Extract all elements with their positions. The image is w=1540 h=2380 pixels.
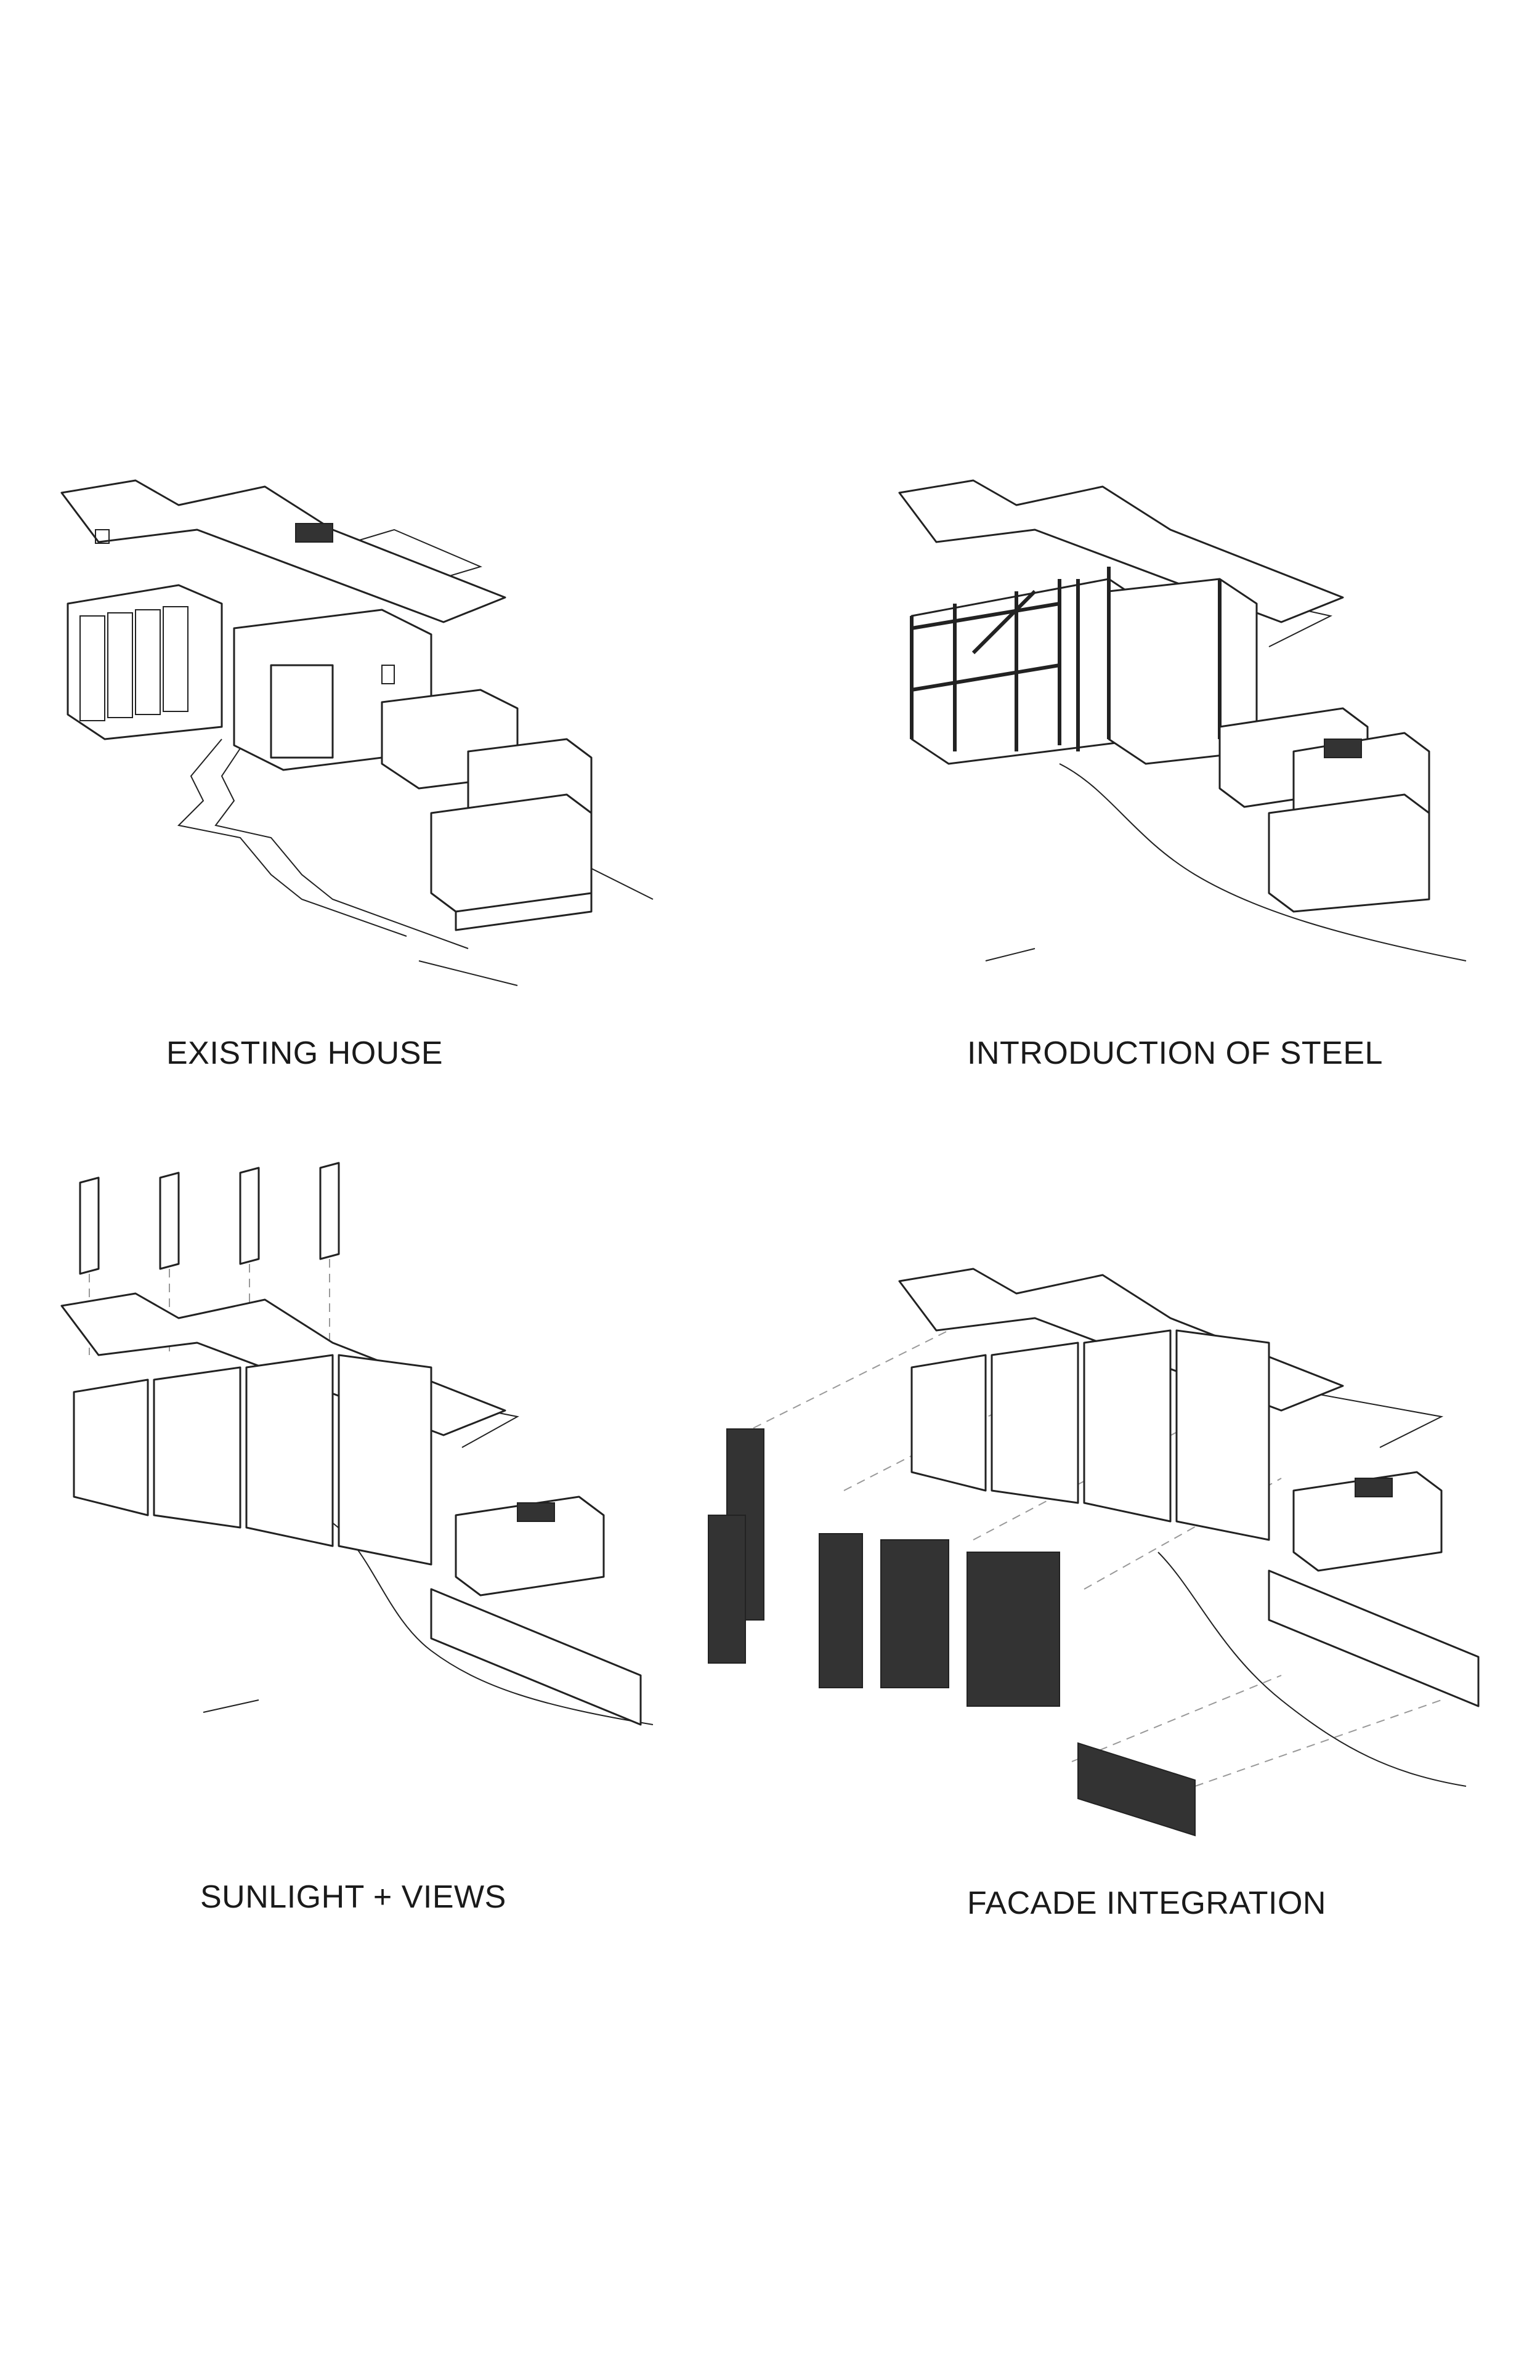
- existing-house-drawing: [60, 479, 654, 986]
- vertical-fins-front: [708, 1428, 1060, 1707]
- diagram-existing-house: EXISTING HOUSE: [37, 468, 690, 1071]
- facade-panels: [910, 1329, 1270, 1541]
- sunlight-views-drawing: [60, 1162, 654, 1726]
- steel-drawing: [898, 479, 1467, 961]
- glazing-panels: [79, 606, 188, 721]
- diagram-introduction-of-steel: INTRODUCTION OF STEEL: [875, 468, 1528, 1071]
- steel-frame: [910, 567, 1222, 751]
- vertical-fins-lower: [1077, 1742, 1196, 1837]
- caption-introduction-of-steel: INTRODUCTION OF STEEL: [967, 1035, 1383, 1071]
- diagram-facade-integration: FACADE INTEGRATION: [690, 1170, 1528, 1921]
- skylights: [79, 1162, 340, 1275]
- caption-existing-house: EXISTING HOUSE: [166, 1035, 444, 1071]
- caption-facade-integration: FACADE INTEGRATION: [967, 1885, 1326, 1921]
- diagram-sunlight-views: SUNLIGHT + VIEWS: [37, 1162, 690, 1915]
- facade-integration-drawing: [708, 1268, 1480, 1837]
- caption-sunlight-views: SUNLIGHT + VIEWS: [200, 1879, 506, 1915]
- facade-panels: [73, 1354, 432, 1566]
